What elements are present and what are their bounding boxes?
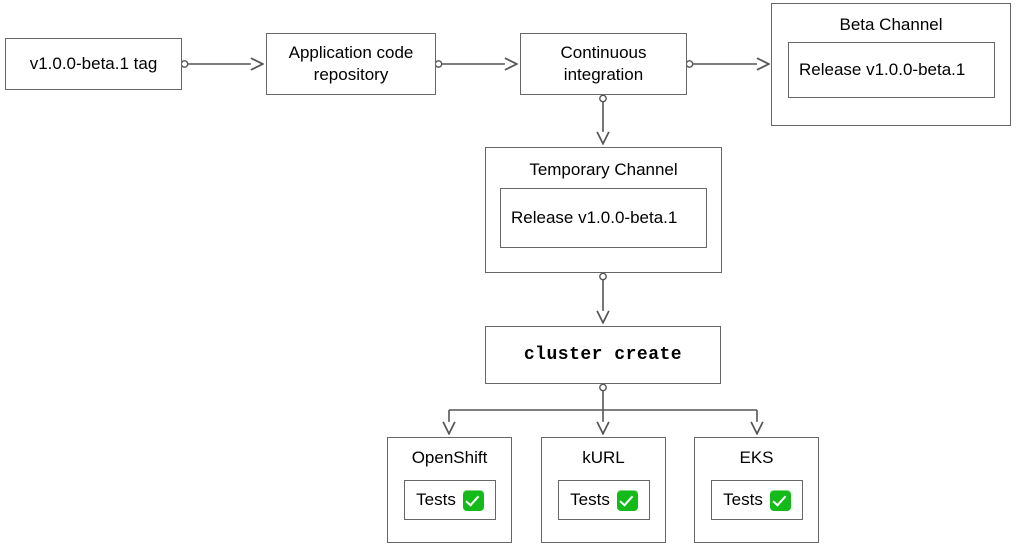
- platform-openshift-title: OpenShift: [411, 448, 488, 467]
- node-application-code-repository[interactable]: Application code repository: [266, 33, 436, 95]
- platform-eks-tests-row: Tests: [723, 489, 791, 511]
- edge-tag-to-repo: [180, 61, 263, 67]
- node-version-tag-label: v1.0.0-beta.1 tag: [29, 54, 158, 73]
- platform-eks-tests-label: Tests: [723, 490, 763, 509]
- edge-cluster-create-to-platforms: [449, 383, 757, 434]
- node-platform-openshift[interactable]: OpenShift Tests: [387, 437, 512, 543]
- platform-kurl-tests-label: Tests: [570, 490, 610, 509]
- beta-channel-title: Beta Channel: [839, 15, 943, 34]
- node-application-code-repository-label: Application code repository: [288, 43, 414, 84]
- check-mark-button-icon: [616, 489, 638, 511]
- edge-ci-to-temporary-channel: [600, 94, 606, 144]
- node-temporary-channel[interactable]: Temporary Channel Release v1.0.0-beta.1: [485, 147, 722, 273]
- edge-temporary-channel-to-cluster-create: [600, 272, 606, 323]
- temporary-channel-title: Temporary Channel: [529, 160, 678, 179]
- beta-channel-release-label: Release v1.0.0-beta.1: [799, 60, 966, 79]
- cluster-create-label: cluster create: [523, 345, 683, 365]
- temporary-channel-release-box[interactable]: Release v1.0.0-beta.1: [500, 188, 707, 248]
- platform-openshift-tests-label: Tests: [416, 490, 456, 509]
- edge-ci-to-beta-channel: [685, 61, 769, 67]
- platform-eks-title: EKS: [739, 448, 774, 467]
- node-beta-channel[interactable]: Beta Channel Release v1.0.0-beta.1: [771, 3, 1011, 126]
- node-platform-kurl[interactable]: kURL Tests: [541, 437, 666, 543]
- node-platform-eks[interactable]: EKS Tests: [694, 437, 819, 543]
- node-continuous-integration-label: Continuous integration: [560, 43, 647, 84]
- platform-kurl-tests-row: Tests: [570, 489, 638, 511]
- check-mark-button-icon: [462, 489, 484, 511]
- platform-kurl-tests-box[interactable]: Tests: [558, 480, 650, 520]
- node-version-tag[interactable]: v1.0.0-beta.1 tag: [5, 38, 182, 90]
- node-cluster-create-command[interactable]: cluster create: [485, 326, 721, 384]
- beta-channel-release-box[interactable]: Release v1.0.0-beta.1: [788, 42, 995, 98]
- check-mark-button-icon: [769, 489, 791, 511]
- platform-kurl-title: kURL: [582, 448, 625, 467]
- platform-openshift-tests-box[interactable]: Tests: [404, 480, 496, 520]
- edge-repo-to-ci: [434, 61, 517, 67]
- temporary-channel-release-label: Release v1.0.0-beta.1: [511, 208, 678, 227]
- platform-openshift-tests-row: Tests: [416, 489, 484, 511]
- node-continuous-integration[interactable]: Continuous integration: [520, 33, 687, 95]
- platform-eks-tests-box[interactable]: Tests: [711, 480, 803, 520]
